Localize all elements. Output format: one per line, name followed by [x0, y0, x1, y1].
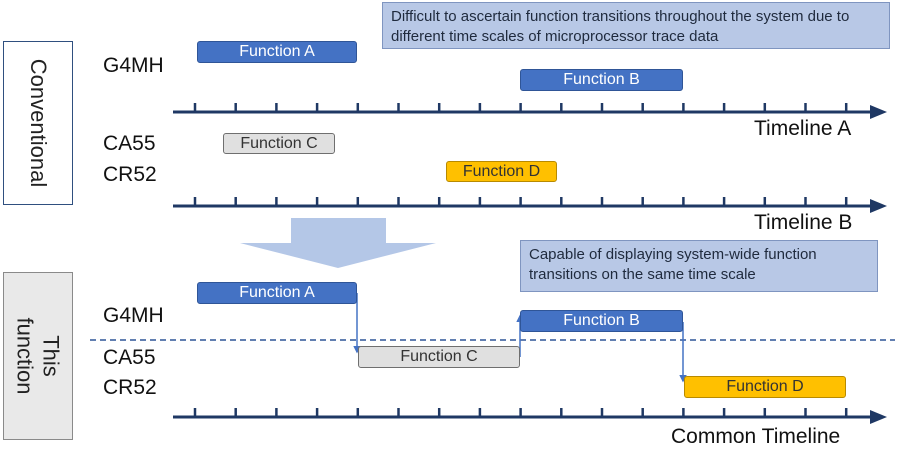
- cpu-label-ca55: CA55: [103, 346, 156, 369]
- function-a-bar: Function A: [197, 41, 357, 63]
- function-c-bar: Function C: [223, 133, 335, 154]
- function-a-bar: Function A: [197, 282, 357, 304]
- cpu-label-g4mh: G4MH: [103, 304, 164, 327]
- cpu-label-ca55: CA55: [103, 132, 156, 155]
- cpu-label-g4mh: G4MH: [103, 54, 164, 77]
- cpu-label-cr52: CR52: [103, 376, 157, 399]
- function-b-bar: Function B: [520, 310, 683, 332]
- timeline-b-label: Timeline B: [754, 211, 853, 234]
- timeline-b-axis: [173, 197, 887, 213]
- section-conventional-label: Conventional: [26, 58, 51, 188]
- section-conventional: Conventional: [3, 41, 73, 205]
- common-timeline-label: Common Timeline: [671, 425, 841, 448]
- function-d-bar: Function D: [446, 161, 557, 182]
- timeline-a-label: Timeline A: [754, 117, 852, 140]
- function-c-bar: Function C: [358, 346, 520, 368]
- timeline-a-axis: [173, 103, 887, 119]
- function-d-bar: Function D: [684, 376, 846, 398]
- note-conventional: Difficult to ascertain function transiti…: [382, 2, 890, 49]
- note-this-function: Capable of displaying system-wide functi…: [520, 240, 878, 292]
- common-timeline-axis: [173, 408, 887, 424]
- section-this-function: This function: [3, 272, 73, 440]
- section-this-function-label: This function: [13, 317, 65, 395]
- function-b-bar: Function B: [520, 69, 683, 91]
- cpu-label-cr52: CR52: [103, 163, 157, 186]
- transition-arrow-icon: [240, 218, 436, 268]
